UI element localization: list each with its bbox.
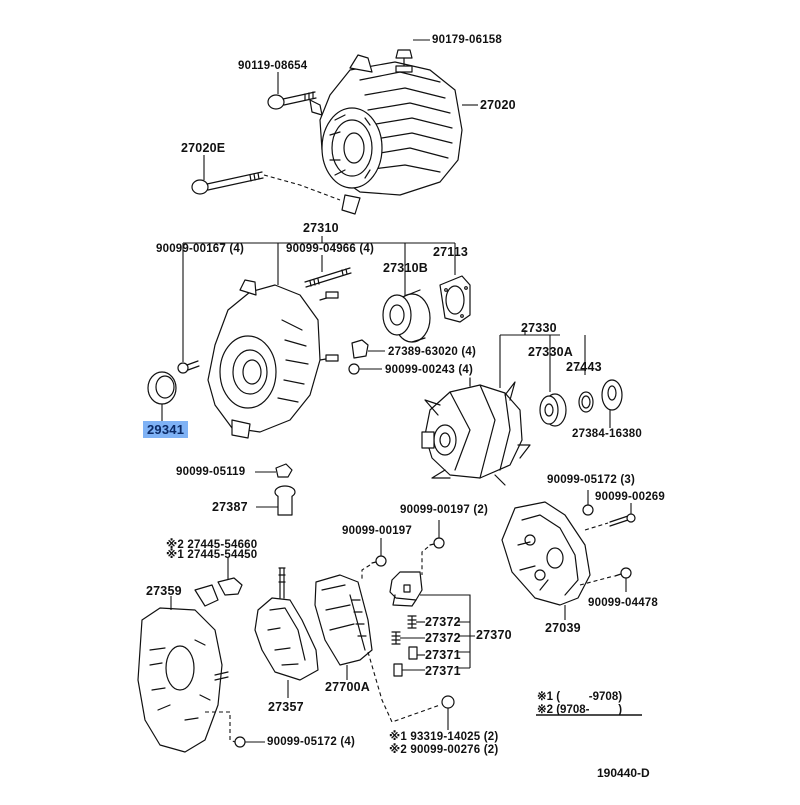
- bearing-27330A-drawing: [539, 393, 567, 427]
- bearing-27310B-drawing: [382, 289, 431, 343]
- label-90099-05172-4[interactable]: 90099-05172 (4): [267, 736, 356, 748]
- label-27113[interactable]: 27113: [433, 245, 469, 259]
- label-27330A[interactable]: 27330A: [528, 345, 573, 359]
- label-90179-06158[interactable]: 90179-06158: [432, 34, 502, 46]
- label-27370[interactable]: 27370: [476, 628, 512, 642]
- legend-note-2: ※2 (9708- ): [537, 704, 623, 716]
- label-27389-63020[interactable]: 27389-63020 (4): [388, 346, 477, 358]
- label-27700A[interactable]: 27700A: [325, 680, 370, 694]
- label-90099-00243[interactable]: 90099-00243 (4): [385, 364, 474, 376]
- label-27020[interactable]: 27020: [480, 98, 516, 112]
- bolt-90099-00269-drawing: [584, 503, 636, 531]
- rear-frame-27359-drawing: [137, 596, 229, 753]
- label-90099-00167[interactable]: 90099-00167 (4): [156, 243, 245, 255]
- label-27371-b[interactable]: 27371: [425, 664, 461, 678]
- bushing-27387-drawing: [256, 485, 296, 516]
- terminal-27445-drawing: [194, 558, 243, 607]
- label-90119-08654[interactable]: 90119-08654: [238, 60, 308, 72]
- stud-90099-04966-drawing: [304, 255, 352, 288]
- nut-90099-05172-3-drawing: [582, 490, 594, 516]
- nut-90099-05172-4-drawing: [205, 711, 265, 748]
- label-27357[interactable]: 27357: [268, 700, 304, 714]
- alternator-assembly-drawing: [309, 49, 463, 215]
- rotor-27330-drawing: [421, 377, 531, 486]
- label-27372-b[interactable]: 27372: [425, 631, 461, 645]
- brush-holder-27370-drawing: [389, 571, 475, 669]
- label-90099-00269[interactable]: 90099-00269: [595, 491, 665, 503]
- label-29341-highlighted[interactable]: 29341: [143, 421, 189, 438]
- insulator-27389-drawing: [351, 339, 385, 359]
- screw-90099-00197-2-drawing: [421, 520, 445, 575]
- diagram-code: 190440-D: [597, 766, 650, 780]
- retainer-plate-27113-drawing: [439, 275, 471, 323]
- brush-27371-drawing: [393, 646, 425, 677]
- regulator-27700A-drawing: [314, 574, 441, 723]
- label-27310[interactable]: 27310: [303, 221, 339, 235]
- screw-93319-14025-drawing: [441, 695, 455, 730]
- spring-27372-drawing: [391, 615, 425, 645]
- screw-90099-00243-drawing: [348, 363, 382, 375]
- label-27445-54450[interactable]: ※1 27445-54450: [166, 549, 258, 561]
- label-27372-a[interactable]: 27372: [425, 615, 461, 629]
- label-93319-14025[interactable]: ※1 93319-14025 (2): [389, 731, 499, 743]
- legend-note-1: ※1 ( -9708): [537, 691, 623, 703]
- label-27387[interactable]: 27387: [212, 500, 248, 514]
- label-27330[interactable]: 27330: [521, 321, 557, 335]
- bolt-90119-08654-drawing: [267, 91, 317, 110]
- label-27443[interactable]: 27443: [566, 360, 602, 374]
- screw-90099-00197-drawing: [361, 538, 387, 580]
- label-27039[interactable]: 27039: [545, 621, 581, 635]
- screw-90099-04478-drawing: [579, 567, 632, 592]
- bolt-27020E-drawing: [191, 171, 341, 201]
- label-27359[interactable]: 27359: [146, 584, 182, 598]
- label-27445-54660[interactable]: ※2 27445-54660: [166, 539, 258, 551]
- label-90099-04966[interactable]: 90099-04966 (4): [286, 243, 375, 255]
- label-90099-00197-2[interactable]: 90099-00197 (2): [400, 504, 489, 516]
- rear-cover-27039-drawing: [501, 501, 591, 620]
- rectifier-27357-drawing: [254, 567, 319, 698]
- label-90099-00197[interactable]: 90099-00197: [342, 525, 412, 537]
- label-27310B[interactable]: 27310B: [383, 261, 428, 275]
- ring-27443-drawing: [578, 391, 594, 413]
- seal-29341-drawing: [147, 371, 177, 421]
- cover-27384-16380-drawing: [601, 379, 623, 428]
- screw-90099-00167-drawing: [177, 360, 200, 374]
- drive-end-frame-drawing: [207, 279, 339, 439]
- label-27020E[interactable]: 27020E: [181, 141, 226, 155]
- label-27371-a[interactable]: 27371: [425, 648, 461, 662]
- label-90099-05172-3[interactable]: 90099-05172 (3): [547, 474, 636, 486]
- label-27384-16380[interactable]: 27384-16380: [572, 428, 642, 440]
- label-90099-04478[interactable]: 90099-04478: [588, 597, 658, 609]
- nut-90099-05119-drawing: [255, 463, 293, 478]
- label-90099-00276[interactable]: ※2 90099-00276 (2): [389, 744, 499, 756]
- label-90099-05119[interactable]: 90099-05119: [176, 466, 246, 478]
